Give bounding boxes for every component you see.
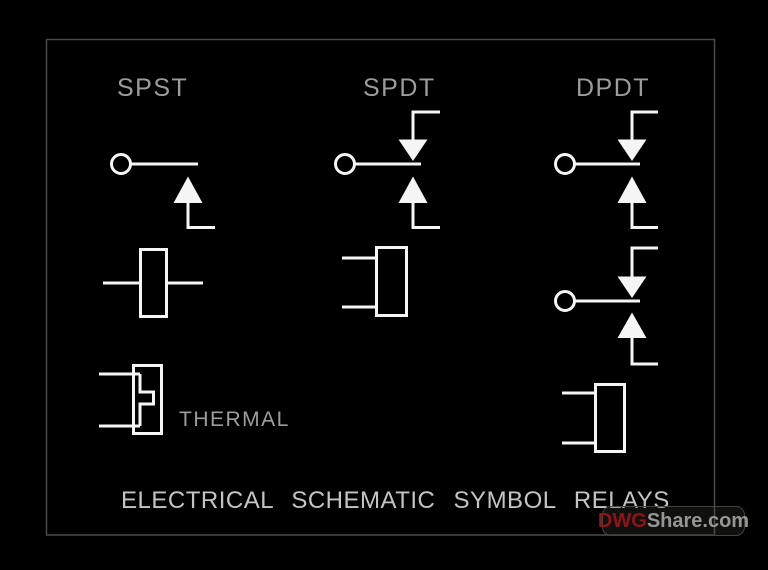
dpdt-pole1-nc-arrow-icon xyxy=(617,139,647,161)
spdt-common-terminal-circle xyxy=(334,153,356,175)
spst-coil-box xyxy=(139,248,168,318)
dpdt-pole2-no-arrow-icon xyxy=(617,312,647,338)
spst-label: SPST xyxy=(117,74,189,102)
spst-contact-lead-line xyxy=(186,203,215,229)
spst-coil-symbol xyxy=(103,248,203,318)
spdt-nc-arrow-icon xyxy=(398,139,428,161)
spdt-switch-symbol xyxy=(334,110,440,229)
dpdt-coil-symbol xyxy=(562,383,626,453)
thermal-relay-symbol xyxy=(99,364,163,435)
watermark-share-text: Share.com xyxy=(646,510,750,532)
dpdt-label: DPDT xyxy=(576,74,651,102)
watermark-dwg-text: DWG xyxy=(597,510,647,532)
thermal-box xyxy=(132,364,163,435)
thermal-label: THERMAL xyxy=(179,408,290,431)
dpdt-pole1-no-lead-line xyxy=(630,203,658,229)
drawing-frame xyxy=(45,38,716,536)
dpdt-switch-pole2-symbol xyxy=(554,246,658,366)
dpdt-pole1-no-arrow-icon xyxy=(617,176,647,203)
spdt-coil-box xyxy=(375,246,408,317)
dpdt-pole2-common-terminal-circle xyxy=(554,290,576,312)
drawing-title: ELECTRICAL SCHEMATIC SYMBOL RELAYS xyxy=(121,487,670,514)
dpdt-pole1-common-terminal-circle xyxy=(554,153,576,175)
dpdt-switch-pole1-symbol xyxy=(554,110,658,229)
spdt-nc-lead-line xyxy=(411,110,440,140)
spdt-coil-symbol xyxy=(342,246,408,317)
dpdt-pole2-no-lead-line xyxy=(630,338,658,366)
spst-contact-arrow-icon xyxy=(173,176,203,203)
dpdt-pole2-nc-arrow-icon xyxy=(617,276,647,298)
dpdt-pole2-nc-lead-line xyxy=(630,246,658,277)
dpdt-coil-box xyxy=(594,383,626,453)
spdt-no-arrow-icon xyxy=(398,176,428,203)
thermal-bimetal-strip xyxy=(138,374,155,426)
spst-common-terminal-circle xyxy=(110,153,132,175)
spdt-no-lead-line xyxy=(411,203,440,229)
spdt-label: SPDT xyxy=(363,74,436,102)
spst-switch-symbol xyxy=(110,153,215,229)
dpdt-pole1-nc-lead-line xyxy=(630,110,658,140)
